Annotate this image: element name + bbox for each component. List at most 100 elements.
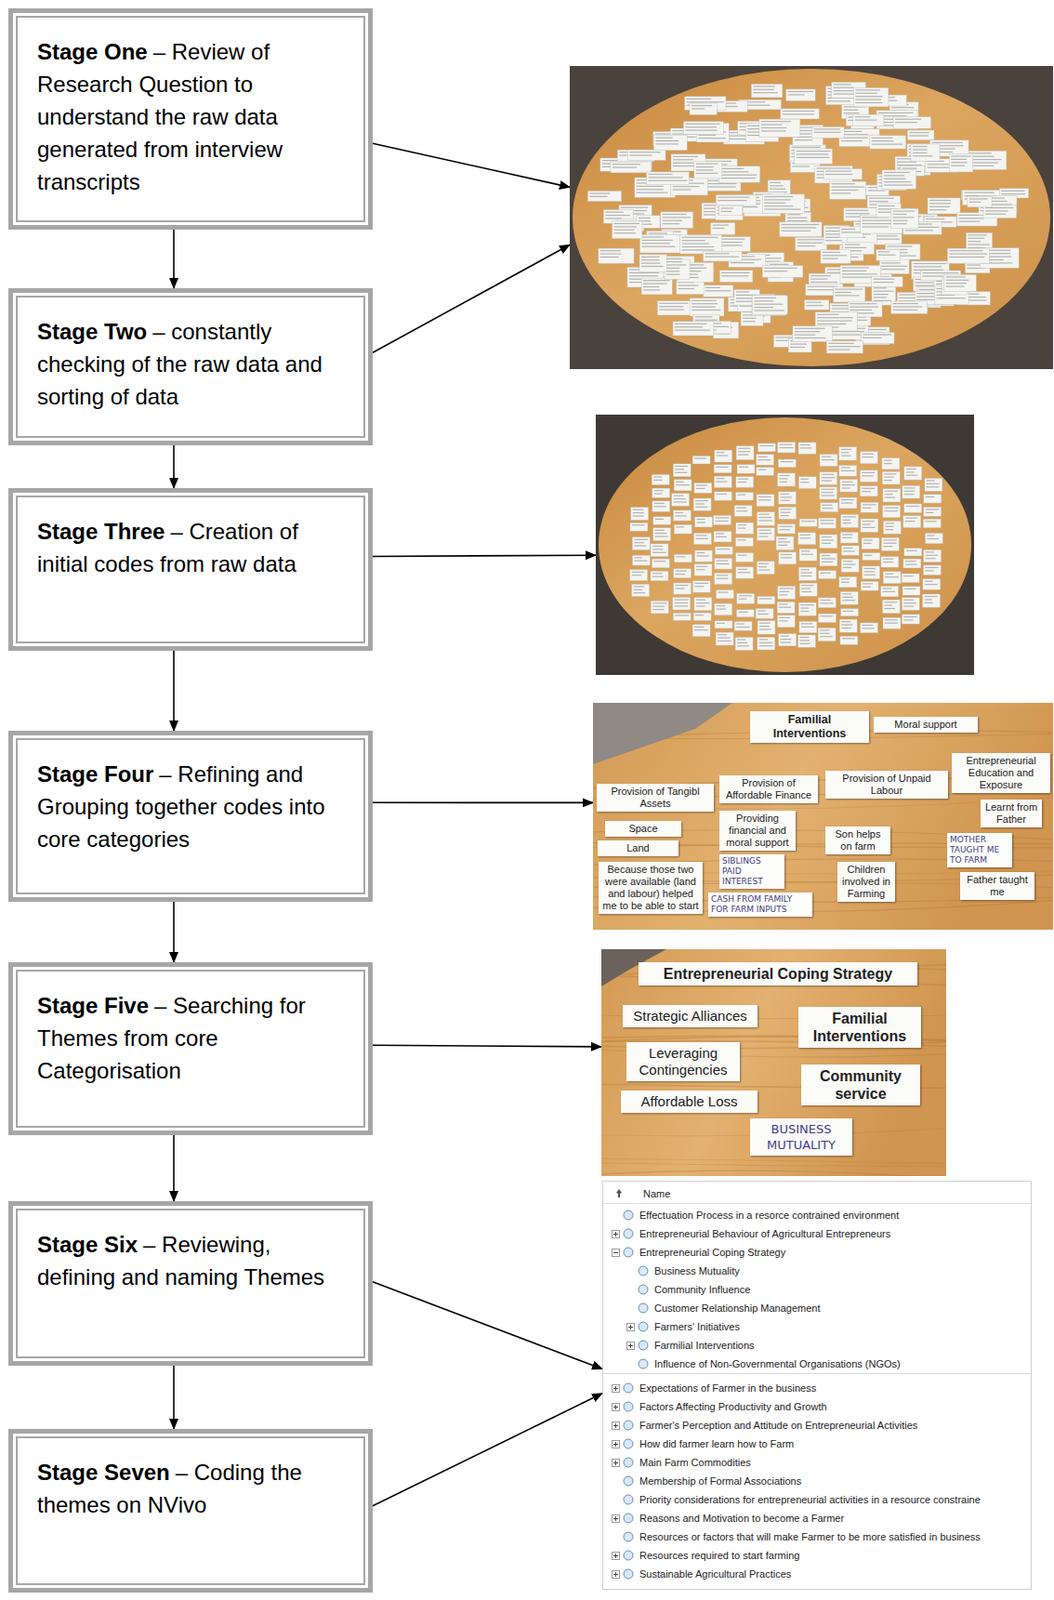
card-print: [736, 301, 752, 303]
card-print: [672, 162, 695, 164]
card-print: [959, 217, 985, 219]
paper-card: [692, 580, 711, 593]
card-print: [926, 538, 939, 540]
paper-card: [799, 620, 817, 633]
card-print: [985, 210, 1009, 211]
paper-card: [694, 532, 712, 544]
node-row: Expectations of Farmer in the business: [603, 1378, 1031, 1397]
card-print: [778, 606, 791, 608]
card-print: [893, 216, 915, 218]
paper-card: [639, 254, 667, 273]
card-print: [716, 455, 729, 457]
paper-card: [902, 485, 921, 499]
paper-card: [818, 517, 837, 528]
paper-card: [818, 570, 837, 580]
card-print: [757, 613, 769, 615]
card-print: [842, 484, 856, 486]
card-print: [904, 490, 915, 492]
card-print: [722, 238, 745, 240]
connector-arrow: [172, 1134, 175, 1201]
node-circle: [623, 1438, 633, 1449]
card-print: [892, 220, 908, 222]
card-print: [967, 240, 981, 242]
toggle-box: [611, 1383, 620, 1392]
card-print: [816, 314, 839, 316]
paper-card: [862, 553, 881, 561]
card-print: [891, 106, 914, 108]
card-print: [696, 602, 711, 604]
paper-card: [777, 473, 796, 487]
card-print: [629, 151, 661, 153]
paper-card: [819, 487, 838, 500]
card-print: [842, 596, 854, 598]
card-print: [675, 573, 686, 575]
card-print: [969, 201, 981, 203]
paper-card: [715, 204, 744, 221]
node-name: Entrepreneurial Coping Strategy: [639, 1246, 786, 1258]
icon-slot: [608, 1455, 622, 1469]
card-print: [780, 508, 792, 510]
paper-card: [631, 507, 649, 521]
node-row: Effectuation Process in a resorce contra…: [603, 1205, 1031, 1225]
card-print: [834, 294, 860, 296]
node-name: Farmer's Perception and Attitude on Entr…: [639, 1419, 918, 1431]
index-card: Learnt from Father: [980, 799, 1042, 828]
paper-card: [798, 602, 817, 616]
wall-corner: [592, 702, 733, 765]
paper-card: [820, 502, 839, 513]
card-print: [905, 560, 917, 562]
paper-card: [901, 597, 920, 611]
card-print: [764, 196, 793, 198]
card-print: [738, 594, 752, 596]
card-print: [737, 642, 748, 644]
card-print: [666, 263, 686, 265]
card-print: [674, 323, 707, 325]
card-print: [752, 92, 778, 93]
card-print: [841, 140, 863, 142]
expand-toggle: [611, 1402, 620, 1411]
paper-card: [650, 600, 669, 614]
card-print: [887, 245, 913, 247]
paper-card: [734, 621, 752, 632]
card-print: [862, 582, 873, 584]
card-print: [797, 238, 824, 240]
card-print: [833, 93, 857, 95]
paper-card: [778, 491, 797, 504]
card-print: [764, 209, 801, 211]
node-icon: [622, 1227, 634, 1239]
node-icon: [622, 1549, 634, 1561]
node-circle: [623, 1247, 633, 1257]
card-print: [674, 512, 683, 514]
card-print: [873, 293, 889, 295]
card-print: [716, 451, 725, 453]
card-print: [761, 130, 787, 132]
paper-card: [653, 527, 672, 541]
paper-card: [714, 546, 733, 554]
card-print: [968, 161, 999, 163]
card-print: [779, 591, 791, 593]
paper-card: [689, 298, 725, 317]
card-print: [696, 599, 706, 601]
card-text: Entrepreneurial Coping Strategy: [643, 964, 913, 983]
paper-card: [736, 492, 754, 501]
paper-card: [598, 248, 634, 264]
card-print: [967, 234, 987, 236]
paper-card: [882, 458, 900, 470]
paper-card: [612, 221, 643, 239]
card-print: [780, 514, 790, 516]
card-print: [696, 605, 706, 607]
card-print: [778, 617, 791, 619]
icon-slot: [608, 1474, 622, 1488]
paper-card: [869, 135, 907, 149]
card-print: [754, 309, 785, 311]
card-print: [759, 529, 772, 531]
paper-card: [714, 572, 733, 584]
card-print: [632, 514, 645, 516]
card-print: [946, 282, 967, 284]
photo-panel: [569, 65, 1054, 369]
card-print: [705, 287, 721, 289]
node-name: How did farmer learn how to Farm: [639, 1437, 794, 1450]
card-print: [830, 189, 858, 191]
index-card: CASH FROM FAMILY FOR FARM INPUTS: [708, 892, 813, 917]
paper-card: [714, 558, 733, 570]
